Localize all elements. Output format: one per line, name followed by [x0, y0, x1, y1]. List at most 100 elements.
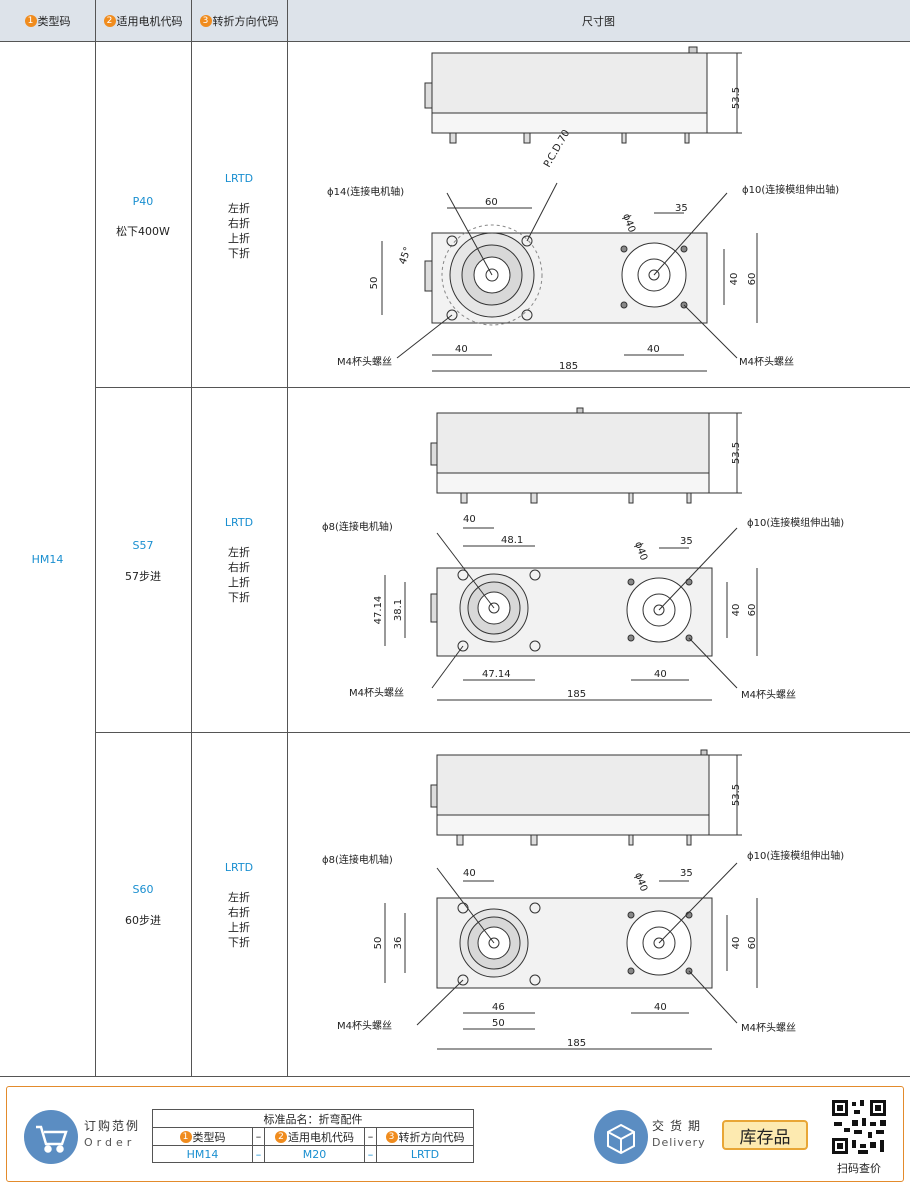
- header-dimension-drawing-label: 尺寸图: [582, 14, 615, 28]
- direction-right: 右折: [228, 561, 250, 574]
- std-dash: –: [365, 1146, 377, 1163]
- direction-up: 上折: [228, 576, 250, 589]
- header-motor-code-label: 适用电机代码: [116, 14, 183, 28]
- dim-46: 46: [492, 1002, 505, 1013]
- badge-3: 3: [385, 1130, 398, 1143]
- dim-36: 36: [393, 937, 404, 950]
- dim-40-bottom-left: 40: [455, 344, 468, 355]
- label-output-shaft: ϕ10(连接模组伸出轴): [747, 516, 844, 529]
- motor-code: P40: [132, 195, 154, 208]
- dim-185: 185: [567, 689, 586, 700]
- motor-name: 60步进: [125, 914, 161, 927]
- direction-down: 下折: [228, 591, 250, 604]
- dim-40-right: 40: [731, 937, 742, 950]
- delivery-label: 交货期: [652, 1119, 707, 1133]
- direction-code: LRTD: [224, 516, 254, 529]
- header-dimension-drawing: 尺寸图: [287, 0, 910, 42]
- std-value-direction: LRTD: [410, 1148, 440, 1161]
- dim-60-right: 60: [747, 604, 758, 617]
- divider: [95, 0, 96, 1077]
- side-view-plate: [436, 472, 710, 494]
- std-header-type-label: 类型码: [192, 1130, 226, 1144]
- direction-down: 下折: [228, 247, 250, 260]
- side-view-body: [436, 412, 710, 474]
- std-value-type: HM14: [153, 1146, 253, 1163]
- order-example-label: 订购范例: [84, 1119, 141, 1133]
- dim-40-bottom-right: 40: [654, 669, 667, 680]
- dim-35: 35: [680, 536, 693, 547]
- side-view-body: [436, 754, 710, 816]
- header-direction-code-label: 转折方向代码: [212, 14, 279, 28]
- motor-code: S57: [132, 539, 154, 552]
- dim-50-bottom: 50: [492, 1018, 505, 1029]
- dim-60-right: 60: [747, 937, 758, 950]
- divider: [95, 732, 910, 733]
- drawing-svg: 53.5 P.C.D.70 ϕ14(连接电机轴) ϕ10(连接模组伸出轴) 60…: [327, 46, 839, 372]
- dim-40-right: 40: [731, 604, 742, 617]
- order-example-sub: Order: [84, 1136, 136, 1149]
- dim-height: 53.5: [731, 442, 742, 464]
- dim-d40: ϕ40: [632, 540, 649, 562]
- qr-code-label: 扫码查价: [837, 1162, 881, 1175]
- dim-d40: ϕ40: [620, 212, 637, 234]
- side-view-body: [431, 52, 708, 114]
- label-screw-left: M4杯头螺丝: [349, 686, 404, 699]
- side-view-plate: [436, 814, 710, 836]
- direction-up: 上折: [228, 921, 250, 934]
- dim-185: 185: [559, 361, 578, 372]
- label-screw-right: M4杯头螺丝: [739, 355, 794, 368]
- std-dash: –: [253, 1128, 265, 1145]
- std-value-motor: M20: [265, 1146, 365, 1163]
- badge-2: 2: [275, 1130, 287, 1143]
- divider: [191, 0, 192, 1077]
- dim-40-right: 40: [729, 273, 740, 286]
- std-header-motor-label: 适用电机代码: [288, 1130, 354, 1144]
- std-header-direction-label: 转折方向代码: [398, 1130, 465, 1144]
- direction-left: 左折: [228, 891, 250, 904]
- dim-60-right: 60: [747, 273, 758, 286]
- std-dash: –: [253, 1146, 265, 1163]
- direction-code: LRTD: [224, 172, 254, 185]
- badge-2: 2: [103, 14, 116, 27]
- delivery-sub: Delivery: [652, 1136, 706, 1149]
- dim-d40: ϕ40: [632, 871, 649, 893]
- side-view-plate: [431, 112, 708, 134]
- dim-40-bottom-right: 40: [647, 344, 660, 355]
- qr-code-icon[interactable]: [830, 1098, 888, 1156]
- dim-height: 53.5: [731, 784, 742, 806]
- dim-pcd: P.C.D.70: [542, 128, 572, 169]
- dim-angle: 45°: [397, 246, 413, 266]
- dim-38-1: 38.1: [393, 599, 404, 621]
- label-motor-shaft: ϕ8(连接电机轴): [322, 520, 393, 533]
- badge-1: 1: [179, 1130, 192, 1143]
- direction-left: 左折: [228, 546, 250, 559]
- motor-code: S60: [132, 883, 154, 896]
- dimension-drawing-s60: 53.5 ϕ8(连接电机轴) ϕ10(连接模组伸出轴) 40 35 ϕ40 50…: [287, 733, 910, 1077]
- dim-40-bottom-right: 40: [654, 1002, 667, 1013]
- direction-code: LRTD: [224, 861, 254, 874]
- std-title-row: 标准品名：折弯配件: [153, 1110, 473, 1128]
- direction-down: 下折: [228, 936, 250, 949]
- label-screw-left: M4杯头螺丝: [337, 1019, 392, 1032]
- direction-list: 左折 右折 上折 下折: [191, 890, 287, 950]
- std-dash: –: [365, 1128, 377, 1145]
- dim-50: 50: [369, 277, 380, 290]
- cart-icon: [24, 1110, 78, 1164]
- direction-list: 左折 右折 上折 下折: [191, 545, 287, 605]
- drawing-svg: 53.5 ϕ8(连接电机轴) ϕ10(连接模组伸出轴) 40 35 ϕ40 50…: [322, 749, 844, 1050]
- motor-name: 松下400W: [116, 225, 170, 238]
- label-screw-left: M4杯头螺丝: [337, 355, 392, 368]
- delivery-box-icon: [594, 1110, 648, 1164]
- motor-name: 57步进: [125, 570, 161, 583]
- label-motor-shaft: ϕ14(连接电机轴): [327, 185, 404, 198]
- badge-3: 3: [199, 14, 212, 27]
- dim-60-top: 60: [485, 197, 498, 208]
- std-title: 标准品名：折弯配件: [263, 1112, 363, 1126]
- dim-50-left: 50: [373, 937, 384, 950]
- direction-left: 左折: [228, 202, 250, 215]
